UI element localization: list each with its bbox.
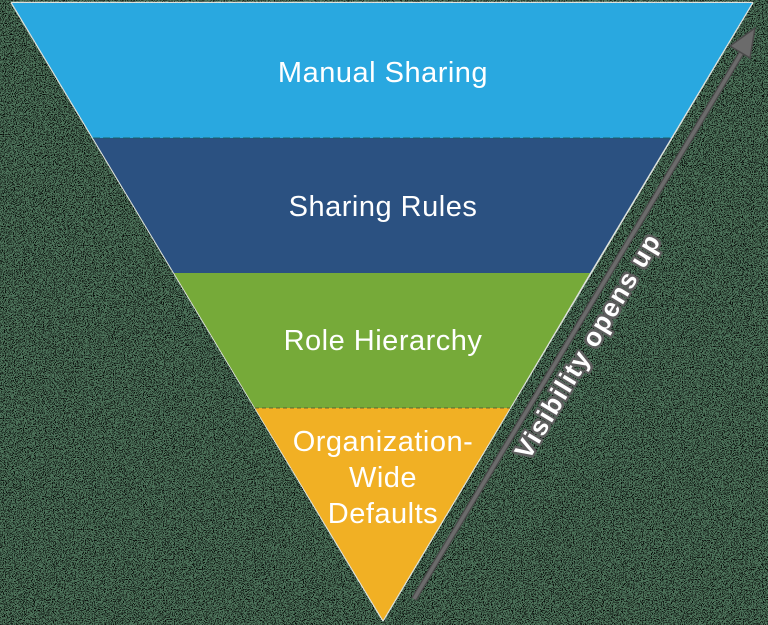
layer-label-manual-sharing: Manual Sharing [277,57,489,89]
layer-label-sharing-rules: Sharing Rules [288,191,478,223]
org-wide-label-line-3: Defaults [327,498,439,530]
layer-shape-organization-wide-defaults [255,408,510,620]
layer-shape-sharing-rules [93,138,671,273]
layer-label-organization-wide-defaults: Organization- Wide Defaults [293,424,474,532]
layer-shape-manual-sharing [12,3,752,138]
org-wide-label-line-2: Wide [348,462,418,494]
layer-shape-role-hierarchy [174,273,590,408]
visibility-arrow-line [412,51,744,600]
org-wide-label-line-1: Organization- [292,426,474,458]
layer-label-role-hierarchy: Role Hierarchy [283,325,483,357]
visibility-arrow-head [728,26,757,60]
